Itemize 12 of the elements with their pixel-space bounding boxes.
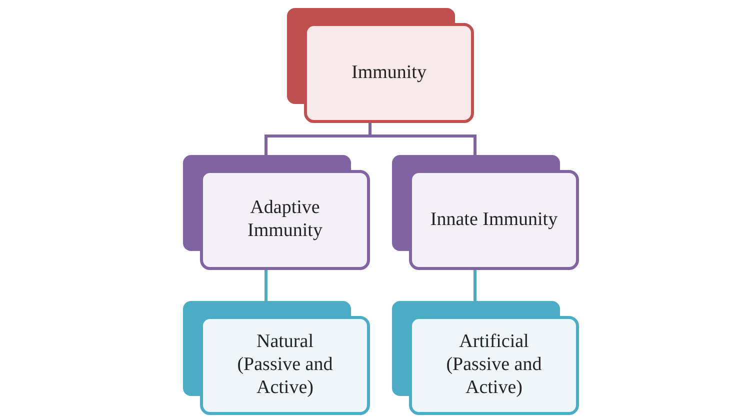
node-card (200, 170, 370, 270)
node-card (200, 316, 370, 415)
node-title: Adaptive Immunity (246, 197, 324, 243)
node-title: Artificial (458, 331, 530, 354)
node-card (409, 170, 579, 270)
node-card (409, 316, 579, 415)
node-title: Innate Immunity (429, 208, 559, 232)
node-card (304, 23, 474, 123)
node-title: Immunity (350, 62, 428, 84)
node-subtitle: (Passive and Active) (236, 354, 334, 400)
node-subtitle: (Passive and Active) (445, 354, 543, 400)
node-title: Natural (256, 331, 314, 354)
